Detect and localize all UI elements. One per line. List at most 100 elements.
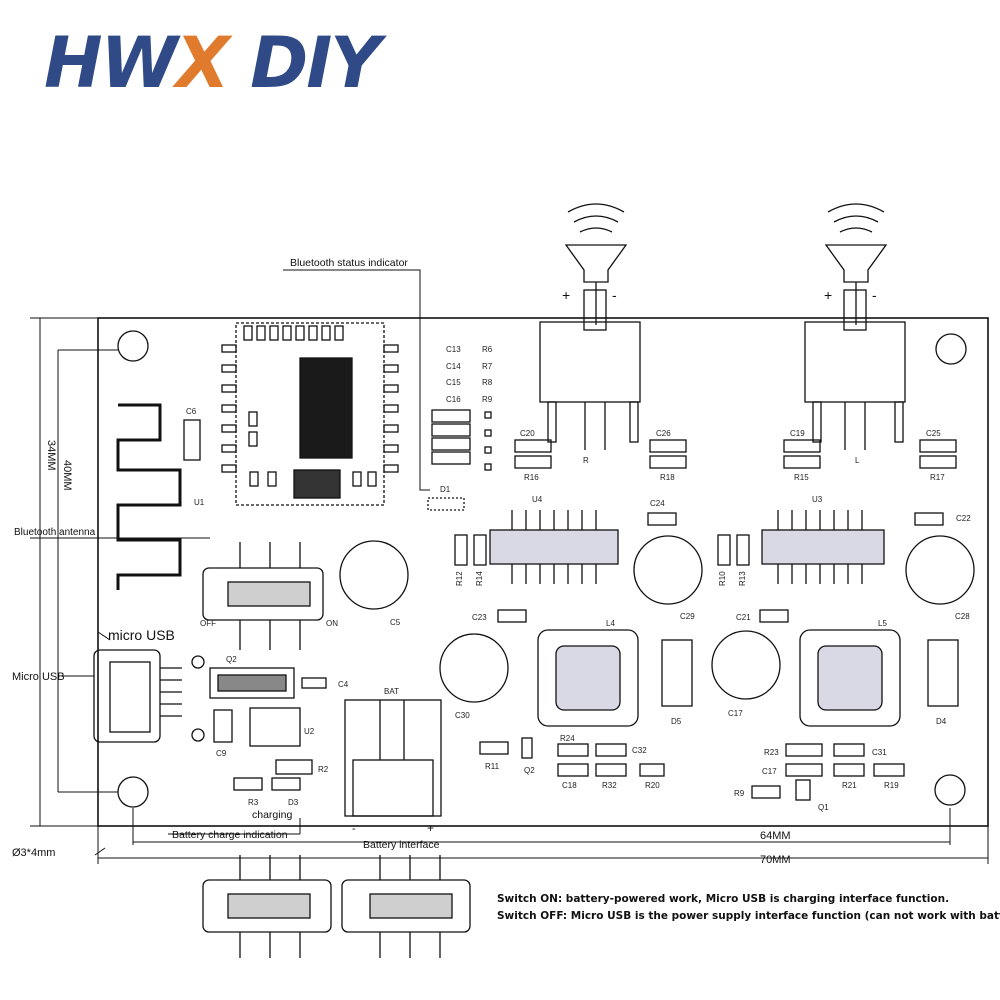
bt-antenna-label: Bluetooth antenna [14,527,96,538]
speaker-r [539,203,641,450]
ref-r2: R2 [318,765,329,774]
ref-c18: C18 [562,781,577,790]
d5-diode [661,639,693,707]
ref-c31: C31 [872,748,887,757]
dim-40-label: 40MM [61,460,73,491]
dim-64-label: 64MM [760,830,791,842]
u4-pins [511,510,597,584]
switch-off-note: Switch OFF: Micro USB is the power suppl… [497,910,1000,922]
d4-diode [927,639,959,707]
mount-hole-tl [117,330,149,362]
ref-d4: D4 [936,717,947,726]
ref-l4: L4 [606,619,615,628]
battery-connector[interactable] [344,699,442,817]
ref-c19: C19 [790,429,805,438]
c5-cap [339,540,409,610]
pcb-board [97,317,989,827]
switch-detail-off [202,855,332,958]
c28-cap [905,535,975,605]
ref-r9: R9 [482,395,493,404]
switch-on-note: Switch ON: battery-powered work, Micro U… [497,893,950,905]
switch-on-label: ON [326,619,338,628]
spk-l-plus: + [824,287,832,303]
bat-label: BAT [384,687,399,696]
mount-hole-tr [935,333,967,365]
l5-inductor [799,629,901,727]
bt-crystal [293,469,341,499]
ref-r8: R8 [482,378,493,387]
u2-ic [249,707,301,747]
spk-r-plus: + [562,287,570,303]
d1-led [427,497,465,511]
mount-hole-bl [117,776,149,808]
hole-size-label: Ø3*4mm [12,847,55,859]
ref-u4: U4 [532,495,543,504]
ref-c22: C22 [956,514,971,523]
ref-c15: C15 [446,378,461,387]
u3-amp-ic [761,529,885,565]
ref-c5: C5 [390,618,401,627]
ref-l5: L5 [878,619,887,628]
micro-usb-side-label: Micro USB [12,671,65,683]
speaker-l [804,203,906,450]
ref-u1: U1 [194,498,205,507]
ref-c17b: C17 [762,767,777,776]
ref-r7: R7 [482,362,493,371]
micro-usb-top-label: micro USB [108,627,175,643]
component-refs: C13 C14 C15 C16 R6 R7 R8 R9 C6 U1 D1 C20… [186,345,971,812]
ref-r9b: R9 [734,789,745,798]
ref-d3: D3 [288,798,299,807]
c17-cap [711,630,781,700]
l4-inductor [537,629,639,727]
dimension-lines [30,317,989,864]
bt-status-label: Bluetooth status indicator [290,257,408,269]
ref-c4: C4 [338,680,349,689]
ref-c9: C9 [216,749,227,758]
ref-d5: D5 [671,717,682,726]
u4-amp-ic [489,529,619,565]
ref-r20: R20 [645,781,660,790]
brand-logo: HWX DIY [44,28,381,98]
ref-c30: C30 [455,711,470,720]
logo-text-3: DIY [227,22,381,104]
c29-cap [633,535,703,605]
ref-r10: R10 [718,571,727,586]
ref-c17: C17 [728,709,743,718]
ref-r11: R11 [485,762,500,771]
ref-c28: C28 [955,612,970,621]
ref-c23: C23 [472,613,487,622]
ref-r12: R12 [455,571,464,586]
ref-d1: D1 [440,485,451,494]
batt-minus-label: - [352,823,356,835]
ref-c24: C24 [650,499,665,508]
ref-q2-top: Q2 [226,655,237,664]
spk-l-minus: - [872,287,877,303]
ref-r15: R15 [794,473,809,482]
c6-part [183,419,201,461]
switch-detail-on [341,855,471,958]
micro-usb-port[interactable] [93,649,161,743]
ref-u3: U3 [812,495,823,504]
bt-chip [299,357,353,459]
power-switch[interactable] [202,567,324,621]
channel-l-label: L [855,456,860,465]
u3-pins [777,510,863,584]
battery-interface-label: Battery interface [363,839,440,851]
ref-r17: R17 [930,473,945,482]
batt-plus-label: + [427,821,434,835]
ref-q2: Q2 [524,766,535,775]
battery-charge-label: Battery charge indication [172,829,288,841]
bt-module-pads [221,325,399,473]
ref-r6: R6 [482,345,493,354]
ref-u2: U2 [304,727,315,736]
ref-c16: C16 [446,395,461,404]
ref-c13: C13 [446,345,461,354]
channel-r-label: R [583,456,589,465]
bt-antenna-trace [116,403,182,590]
ref-r19: R19 [884,781,899,790]
ref-r3: R3 [248,798,259,807]
ref-r13: R13 [738,571,747,586]
q2-transistor [209,667,295,699]
ref-c14: C14 [446,362,461,371]
ref-r14: R14 [475,571,484,586]
